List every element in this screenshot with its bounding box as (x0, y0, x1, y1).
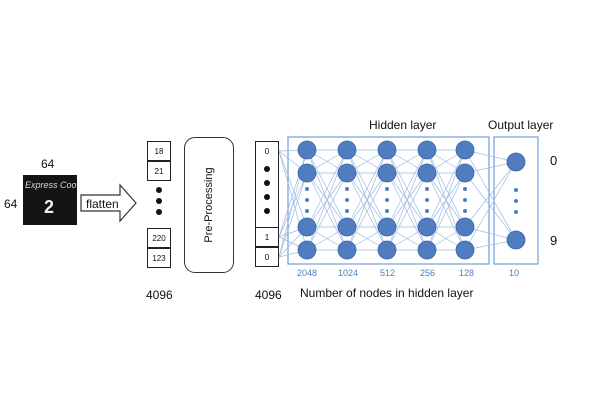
connection-edge (346, 149, 388, 228)
hidden-node (455, 163, 475, 183)
hidden-node (337, 240, 357, 260)
connection-edge (426, 172, 466, 251)
output-ellipsis-dot (514, 210, 518, 214)
sign-digit: 2 (44, 197, 55, 217)
hidden-node (297, 163, 317, 183)
hidden-ellipsis-dot (385, 209, 389, 213)
hidden-layer-box (287, 136, 490, 265)
hidden-node (297, 140, 317, 160)
output-ellipsis-dot (514, 188, 518, 192)
hidden-node (417, 240, 437, 260)
vector-cell: 21 (147, 161, 171, 181)
ellipsis-dot (264, 208, 270, 214)
hidden-layer-title: Hidden layer (369, 118, 437, 132)
vector1-size-label: 4096 (146, 288, 173, 302)
vector-cell: 123 (147, 248, 171, 268)
ellipsis-dot (156, 198, 162, 204)
output-node (506, 230, 526, 250)
hidden-node (417, 163, 437, 183)
hidden-node-count: 512 (380, 268, 396, 278)
hidden-layer-caption: Number of nodes in hidden layer (300, 286, 474, 300)
hidden-node-count: 2048 (297, 268, 318, 278)
hidden-node (417, 217, 437, 237)
hidden-ellipsis-dot (305, 209, 309, 213)
hidden-ellipsis-dot (345, 187, 349, 191)
hidden-node (377, 217, 397, 237)
hidden-node (337, 163, 357, 183)
hidden-node (455, 140, 475, 160)
vector-cell: 0 (255, 141, 279, 161)
output-label-bottom: 9 (550, 233, 558, 248)
hidden-node (377, 140, 397, 160)
hidden-ellipsis-dot (425, 198, 429, 202)
hidden-ellipsis-dot (425, 187, 429, 191)
hidden-node (455, 217, 475, 237)
hidden-ellipsis-dot (463, 198, 467, 202)
ellipsis-dot (156, 187, 162, 193)
hidden-ellipsis-dot (425, 209, 429, 213)
connection-edge (426, 149, 466, 228)
preprocessing-box: Pre-Processing (184, 137, 234, 273)
connection-edge (346, 172, 388, 251)
hidden-node (337, 217, 357, 237)
vector2-size-label: 4096 (255, 288, 282, 302)
vector-cell: 1 (255, 227, 279, 247)
vector-column-border (255, 161, 279, 227)
connection-edge (386, 172, 428, 251)
hidden-node (337, 140, 357, 160)
ellipsis-dot (264, 166, 270, 172)
hidden-node-count: 128 (459, 268, 475, 278)
connection-edge (306, 149, 348, 228)
hidden-ellipsis-dot (463, 209, 467, 213)
hidden-node-count: 1024 (338, 268, 359, 278)
hidden-ellipsis-dot (385, 187, 389, 191)
output-node (506, 152, 526, 172)
output-label-top: 0 (550, 153, 558, 168)
image-height-label: 64 (4, 197, 18, 211)
hidden-ellipsis-dot (305, 198, 309, 202)
hidden-node (297, 240, 317, 260)
connection-edge (464, 161, 517, 228)
hidden-node (297, 217, 317, 237)
hidden-ellipsis-dot (345, 198, 349, 202)
connection-edge (278, 149, 308, 238)
output-ellipsis-dot (514, 199, 518, 203)
hidden-node (417, 140, 437, 160)
output-layer-title: Output layer (488, 118, 554, 132)
hidden-ellipsis-dot (463, 187, 467, 191)
connection-edge (306, 172, 348, 251)
input-digit-image: Express Coo 2 (23, 175, 77, 225)
image-width-label: 64 (41, 157, 55, 171)
hidden-node (377, 163, 397, 183)
connection-edge (278, 150, 308, 228)
hidden-ellipsis-dot (305, 187, 309, 191)
vector-cell: 0 (255, 247, 279, 267)
flatten-label: flatten (86, 197, 119, 211)
connection-edge (386, 149, 428, 228)
ellipsis-dot (264, 194, 270, 200)
flatten-arrow-icon (80, 183, 137, 223)
hidden-ellipsis-dot (385, 198, 389, 202)
hidden-node (455, 240, 475, 260)
ellipsis-dot (264, 180, 270, 186)
hidden-node (377, 240, 397, 260)
connection-edge (278, 172, 308, 258)
hidden-ellipsis-dot (345, 209, 349, 213)
output-node-count: 10 (509, 268, 520, 278)
vector-cell: 220 (147, 228, 171, 248)
ellipsis-dot (156, 209, 162, 215)
sign-text: Express Coo (25, 180, 77, 190)
hidden-node-count: 256 (420, 268, 436, 278)
vector-cell: 18 (147, 141, 171, 161)
connection-edge (464, 161, 517, 251)
connection-edge (278, 172, 308, 238)
